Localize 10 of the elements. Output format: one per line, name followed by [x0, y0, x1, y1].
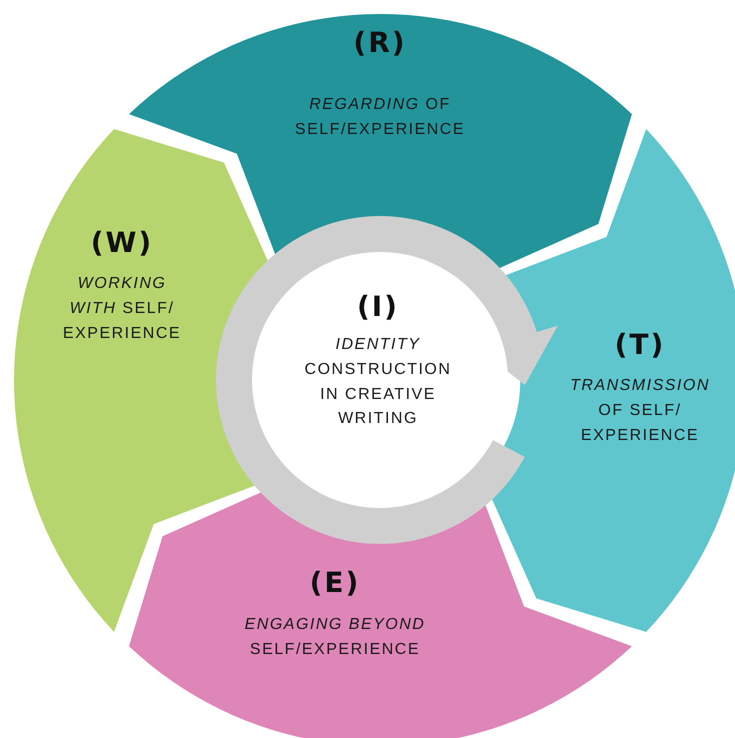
segment-label: REGARDING OF SELF/EXPERIENCE: [294, 95, 466, 140]
segment-label: IDENTITY CONSTRUCTION IN CREATIVE WRITING: [304, 334, 452, 430]
segment-letter: (I): [356, 292, 400, 323]
segment-letter: (R): [352, 28, 408, 59]
segment-label: ENGAGING BEYOND SELF/EXPERIENCE: [244, 614, 426, 660]
segment-label: WORKING WITH SELF/ EXPERIENCE: [62, 274, 182, 344]
segment-letter: (W): [90, 228, 154, 259]
segment-letter: (E): [308, 568, 362, 599]
segment-letter: (T): [614, 330, 666, 361]
segment-label: TRANSMISSION OF SELF/ EXPERIENCE: [569, 376, 711, 446]
